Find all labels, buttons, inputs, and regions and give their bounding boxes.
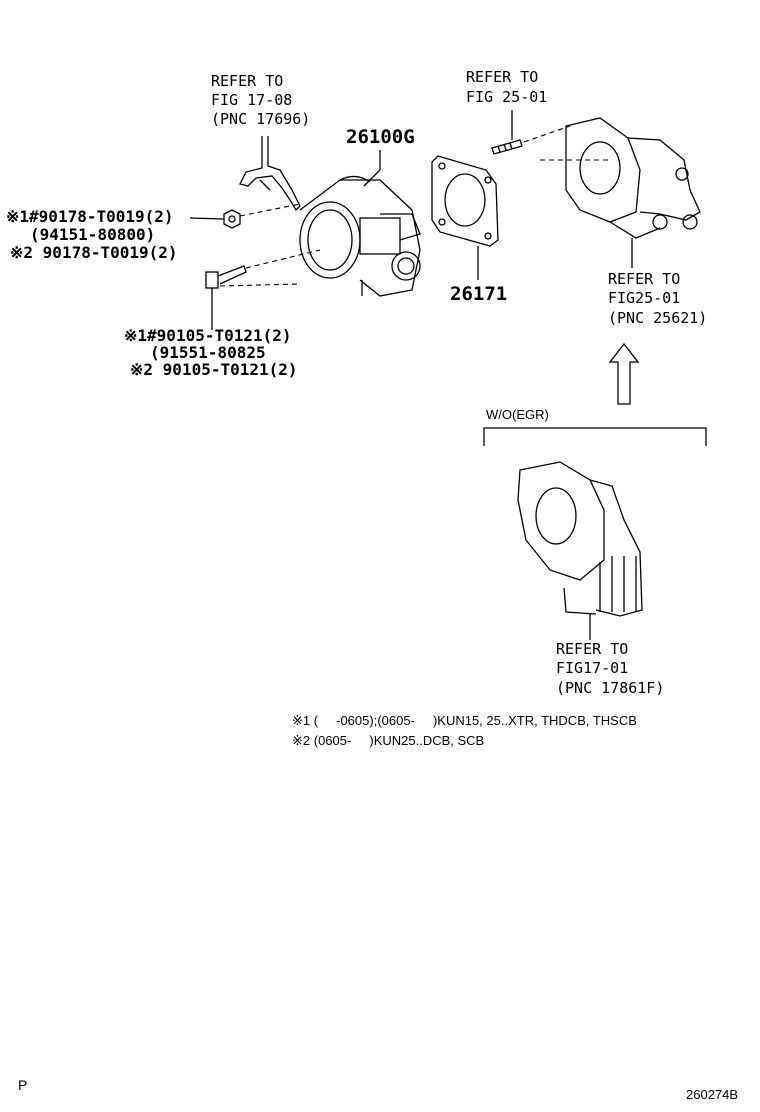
variant-label: W/O(EGR)	[486, 407, 549, 422]
part-26171-label[interactable]: 26171	[450, 283, 508, 305]
footer-left-code: P	[18, 1077, 28, 1093]
variant-bracket	[483, 427, 707, 446]
bolt-part-number-1[interactable]: ※1#90105-T0121(2)	[124, 326, 292, 345]
ref-fig-25-01-top-line1[interactable]: REFER TO	[466, 68, 539, 86]
ref-fig-17-01-line1[interactable]: REFER TO	[556, 640, 629, 658]
part-26100g-label[interactable]: 26100G	[346, 126, 415, 148]
ref-fig-17-01-line3[interactable]: (PNC 17861F)	[556, 679, 665, 697]
ref-fig-25-01-top-line2[interactable]: FIG 25-01	[466, 88, 548, 106]
arrow-up-drawing	[608, 342, 640, 405]
note-1: ※1 ( -0605);(0605- )KUN15, 25..XTR, THDC…	[292, 713, 637, 728]
bolt-part-number-2[interactable]: (91551-80825	[150, 343, 266, 362]
stud-drawing	[491, 110, 610, 161]
ref-fig-17-01-line2[interactable]: FIG17-01	[556, 659, 629, 677]
nut-part-number-1[interactable]: ※1#90178-T0019(2)	[6, 207, 174, 226]
bolt-drawing	[205, 249, 321, 330]
bracket-drawing	[239, 136, 301, 212]
nut-drawing	[189, 203, 301, 229]
note-2: ※2 (0605- )KUN25..DCB, SCB	[292, 733, 485, 748]
intake-pipe-egr-drawing	[565, 117, 701, 268]
ref-fig-25-01-right-line1[interactable]: REFER TO	[608, 270, 681, 288]
ref-fig-17-08-line2[interactable]: FIG 17-08	[211, 91, 293, 109]
ref-fig-17-08-line1[interactable]: REFER TO	[211, 72, 284, 90]
bolt-part-number-3[interactable]: ※2 90105-T0121(2)	[130, 360, 298, 379]
gasket-drawing	[431, 155, 499, 280]
footer-figure-code: 260274B	[686, 1087, 739, 1102]
ref-fig-25-01-right-line3[interactable]: (PNC 25621)	[608, 309, 708, 327]
throttle-body-drawing	[299, 169, 421, 297]
ref-fig-25-01-right-line2[interactable]: FIG25-01	[608, 289, 681, 307]
nut-part-number-3[interactable]: ※2 90178-T0019(2)	[10, 243, 178, 262]
ref-fig-17-08-line3[interactable]: (PNC 17696)	[211, 110, 311, 128]
nut-part-number-2[interactable]: (94151-80800)	[30, 225, 156, 244]
intake-pipe-no-egr-drawing	[517, 461, 643, 640]
